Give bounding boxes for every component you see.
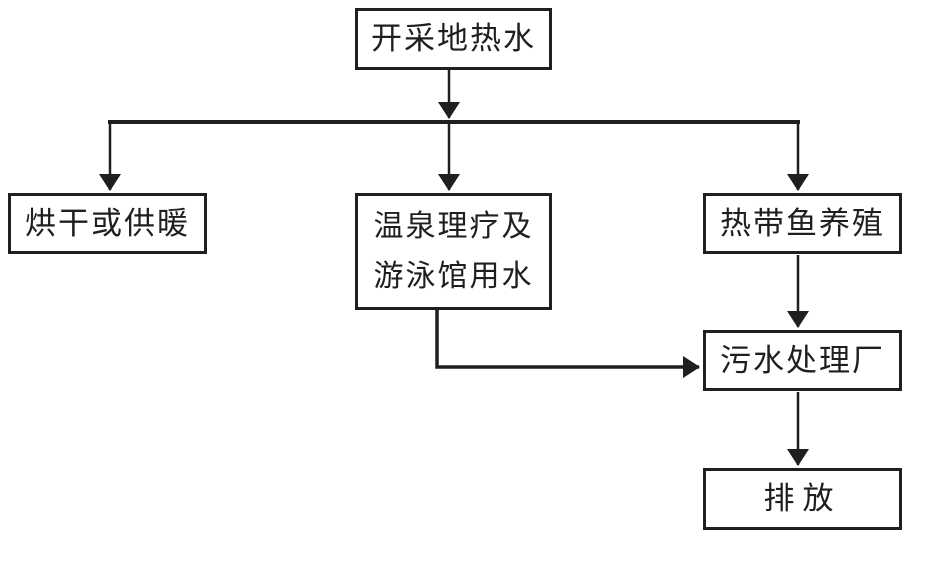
node-label-line2: 游泳馆用水 — [373, 259, 534, 293]
node-tropical-fish-farming: 热带鱼养殖 — [703, 193, 902, 254]
node-label: 热带鱼养殖 — [720, 205, 885, 241]
node-extract-geothermal-water: 开采地热水 — [355, 8, 552, 70]
node-drying-or-heating: 烘干或供暖 — [8, 193, 207, 254]
node-discharge: 排放 — [703, 468, 902, 530]
arrow-spa-to-sewage — [435, 310, 700, 378]
node-label: 污水处理厂 — [720, 342, 885, 378]
node-label: 烘干或供暖 — [25, 205, 190, 241]
node-label: 排放 — [763, 481, 842, 517]
node-hot-spring-therapy-swimming-pool-water: 温泉理疗及 游泳馆用水 — [355, 193, 552, 310]
node-sewage-treatment-plant: 污水处理厂 — [703, 330, 902, 391]
node-label: 开采地热水 — [371, 21, 536, 57]
node-label-line1: 温泉理疗及 — [373, 209, 534, 243]
